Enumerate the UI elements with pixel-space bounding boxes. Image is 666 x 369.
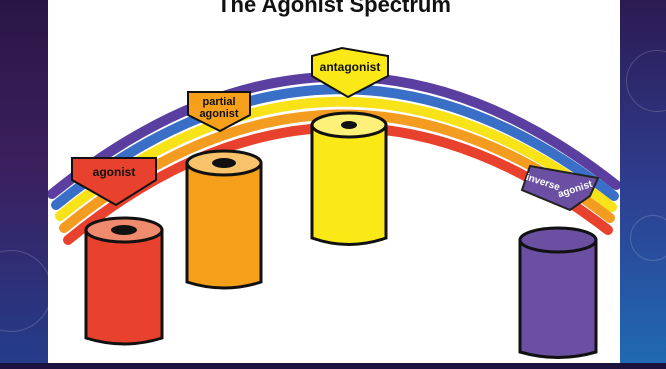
inverse-agonist-cylinder [520, 228, 596, 358]
slide-canvas: agonist partial agonist antagonist inver… [48, 0, 620, 369]
partial-agonist-cylinder-hole [212, 158, 236, 168]
agonist-label: agonist [93, 165, 136, 179]
decorative-circle [0, 250, 52, 332]
agonist-spectrum-diagram: agonist partial agonist antagonist inver… [48, 0, 620, 369]
agonist-cylinder [86, 218, 162, 344]
antagonist-cylinder-hole [341, 121, 357, 129]
partial-agonist-cylinder [187, 151, 261, 288]
partial-agonist-label-line2: agonist [199, 108, 238, 120]
antagonist-label: antagonist [320, 60, 381, 74]
antagonist-cylinder [312, 113, 386, 245]
decorative-circle [630, 215, 666, 261]
decorative-circle [626, 50, 666, 112]
bottom-border [0, 363, 666, 369]
slide-title: The Agonist Spectrum [48, 0, 620, 18]
agonist-cylinder-hole [111, 225, 137, 235]
left-decorative-panel [0, 0, 48, 369]
right-decorative-panel [620, 0, 666, 369]
partial-agonist-label-line1: partial [202, 96, 235, 108]
